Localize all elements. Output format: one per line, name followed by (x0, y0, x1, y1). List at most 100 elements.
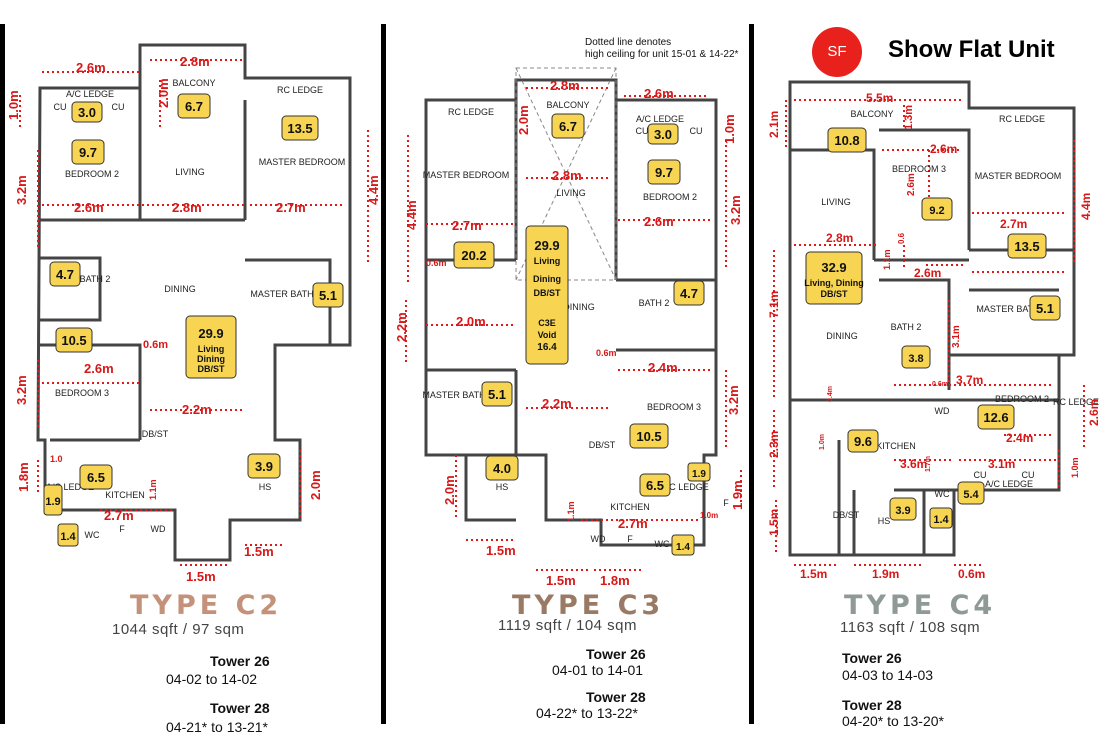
unit-panel-c2: BALCONY A/C LEDGE CU CU RC LEDGE MASTER … (0, 0, 381, 749)
dim-c4-27: 1.9m (872, 567, 899, 581)
show-flat-label: Show Flat Unit (888, 36, 1055, 63)
dim-c4-5: 2.6m (906, 173, 917, 196)
area-hs: 3.9 (255, 459, 273, 474)
dim-c2-2: 2.8m (180, 54, 210, 69)
area-wc: 1.4 (933, 514, 949, 526)
unit-panel-c4: BALCONY RC LEDGE BEDROOM 3 MASTER BEDROO… (754, 0, 1100, 749)
dim-c4-4: 2.6m (930, 142, 957, 156)
c4-tower-28: Tower 28 (842, 697, 902, 713)
c3-void-outline (515, 67, 617, 281)
panel-divider-2 (749, 24, 754, 724)
dim-c3-22: 1.5m (486, 543, 516, 558)
area-balcony: 10.8 (834, 133, 859, 148)
area-wc: 1.4 (676, 542, 690, 553)
c4-dim-lines (773, 99, 1085, 566)
note-line-2: high ceiling for unit 15-01 & 14-22* (585, 49, 739, 60)
dim-c3-2: 2.6m (644, 86, 674, 101)
room-wd: WD (935, 406, 950, 416)
c3-tower-28-range: 04-22* to 13-22* (536, 705, 638, 721)
c3-tower-26: Tower 26 (586, 646, 646, 662)
area-label-void: Void (538, 330, 557, 340)
dim-c4-12: 7.1m (767, 291, 781, 318)
room-db-st: DB/ST (589, 440, 616, 450)
area-bedroom-2: 12.6 (983, 410, 1008, 425)
room-wc: WC (655, 539, 670, 549)
room-balcony: BALCONY (546, 100, 589, 110)
room-bedroom-2: BEDROOM 2 (643, 192, 697, 202)
c4-tower-26: Tower 26 (842, 650, 902, 666)
area-master-bath: 5.1 (488, 387, 506, 402)
room-wc: WC (85, 530, 100, 540)
room-dining: DINING (826, 331, 858, 341)
room-balcony: BALCONY (850, 109, 893, 119)
dim-c4-2: 2.1m (767, 111, 781, 138)
floor-plan-c4: BALCONY RC LEDGE BEDROOM 3 MASTER BEDROO… (767, 80, 1100, 581)
c2-dim-lines (19, 59, 369, 566)
room-bedroom-3: BEDROOM 3 (55, 388, 109, 398)
dim-c4-16: 0.6m (932, 381, 948, 388)
room-db-st: DB/ST (833, 510, 860, 520)
floor-plan-c2: BALCONY A/C LEDGE CU CU RC LEDGE MASTER … (6, 43, 381, 584)
c3-tower-28: Tower 28 (586, 689, 646, 705)
area-label-living-dining: Living, Dining (804, 278, 864, 288)
dim-c3-7: 2.7m (452, 218, 482, 233)
dim-c4-11: 2.6m (914, 266, 941, 280)
room-kitchen: KITCHEN (610, 502, 650, 512)
dim-c2-10: 0.6m (143, 339, 168, 351)
dim-c2-13: 2.2m (182, 402, 212, 417)
dim-c3-23: 1.5m (546, 573, 576, 588)
room-master-bath: MASTER BATH (976, 304, 1039, 314)
room-bath-2: BATH 2 (80, 274, 111, 284)
area-bath-2: 4.7 (680, 286, 698, 301)
room-hs: HS (878, 516, 891, 526)
dim-c3-5: 2.8m (552, 168, 582, 183)
area-wc: 1.4 (60, 531, 76, 543)
dim-c3-12: 2.0m (456, 314, 486, 329)
dim-c3-16: 3.2m (726, 385, 741, 415)
area-living-dining: 32.9 (821, 260, 846, 275)
room-cu-1: CU (974, 470, 987, 480)
dim-c4-28: 0.6m (958, 567, 985, 581)
dim-c4-1: 5.5m (866, 91, 893, 105)
dim-c3-19: 1.1m (566, 501, 576, 522)
type-c3-title: TYPE C3 (512, 590, 665, 621)
area-label-living: Living (198, 344, 225, 354)
area-living-dining: 29.9 (198, 326, 223, 341)
dim-c4-26: 1.5m (800, 567, 827, 581)
room-cu-1: CU (636, 126, 649, 136)
room-master-bedroom: MASTER BEDROOM (259, 157, 346, 167)
area-bath-2: 3.8 (908, 353, 923, 365)
area-bedroom-3: 10.5 (636, 429, 661, 444)
c2-tower-26-range: 04-02 to 14-02 (166, 671, 258, 687)
area-kitchen: 6.5 (646, 478, 664, 493)
room-hs: HS (496, 482, 509, 492)
room-ac-ledge: A/C LEDGE (66, 89, 114, 99)
dim-c2-19: 1.5m (244, 544, 274, 559)
area-void: 16.4 (537, 342, 557, 353)
room-bath-2: BATH 2 (639, 298, 670, 308)
area-balcony: 6.7 (185, 99, 203, 114)
dim-c3-13: 0.6m (596, 348, 617, 358)
show-flat-badge: SF (812, 27, 862, 77)
dim-c2-17: 2.7m (104, 508, 134, 523)
dim-c3-3: 2.0m (516, 105, 531, 135)
type-c4-title: TYPE C4 (844, 590, 997, 621)
dim-c4-18: 2.6m (1087, 399, 1100, 426)
area-label-dbst: DB/ST (198, 364, 226, 374)
dim-c2-15: 1.0 (50, 454, 63, 464)
area-hs: 3.9 (895, 505, 910, 517)
room-rc-ledge-2: RC LEDGE (1053, 397, 1099, 407)
panel-divider-1 (381, 24, 386, 724)
dim-c4-13: 3.1m (951, 325, 962, 348)
dim-c2-18: 2.0m (308, 470, 323, 500)
panel-divider-left (0, 24, 5, 724)
room-rc-ledge: RC LEDGE (277, 85, 323, 95)
dim-c3-1: 2.8m (550, 78, 580, 93)
room-master-bath: MASTER BATH (422, 390, 485, 400)
room-cu-2: CU (112, 102, 125, 112)
dim-c2-4: 1.0m (6, 90, 21, 120)
dim-c4-17: 2.4m (1006, 431, 1033, 445)
dim-c4-20: 1.0m (819, 434, 826, 450)
dim-c3-15: 2.2m (542, 396, 572, 411)
dim-c4-14: 0.4m (827, 386, 834, 402)
